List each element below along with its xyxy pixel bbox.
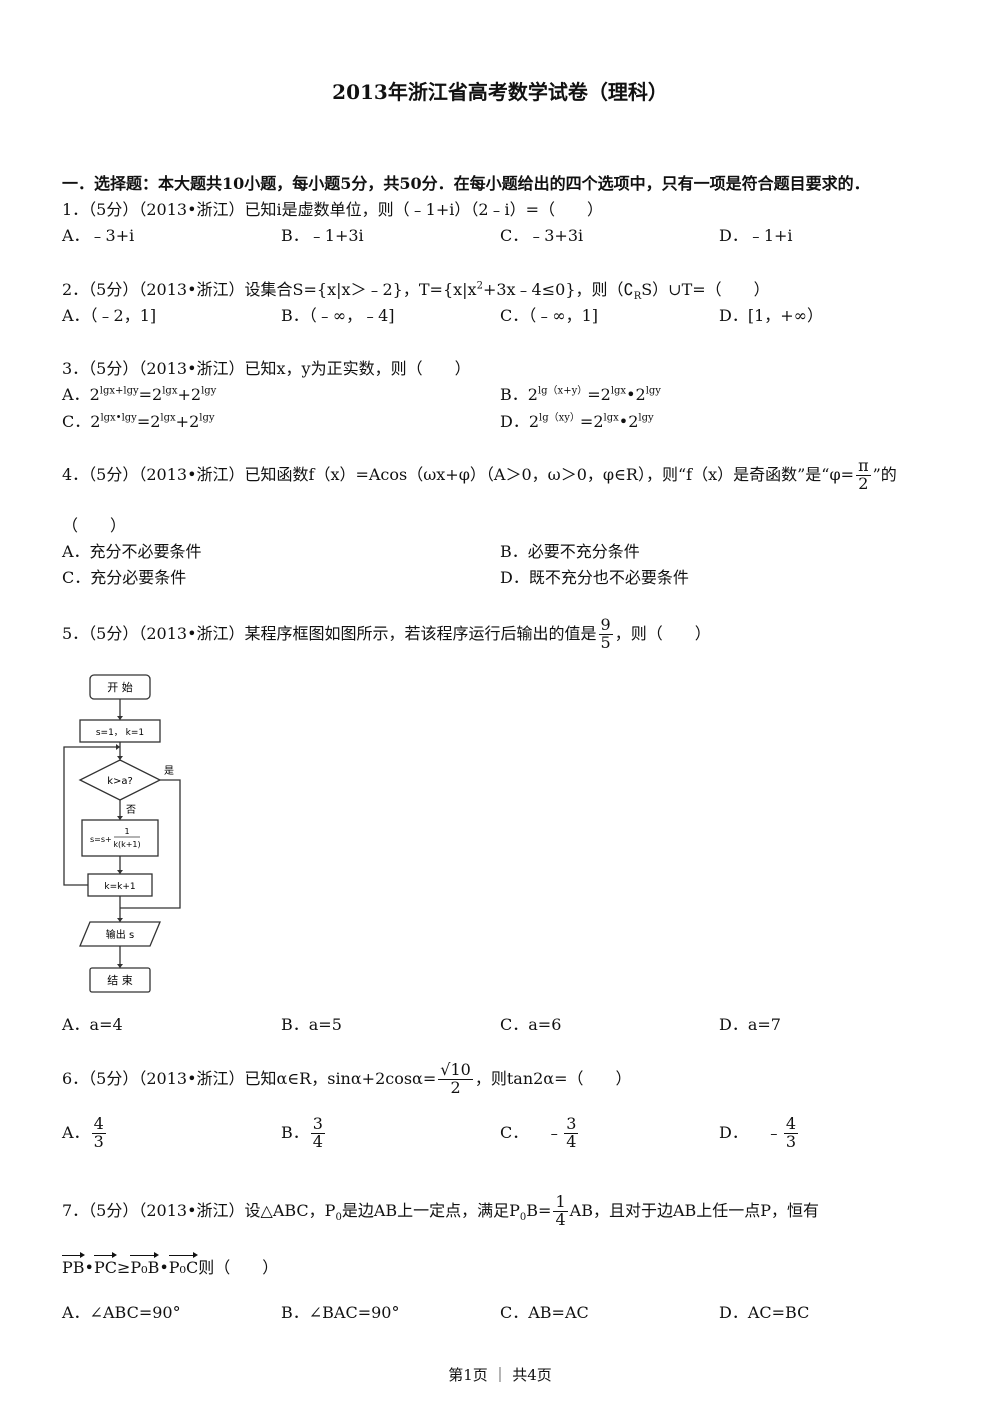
- flow-condition-text: k>a?: [107, 776, 133, 787]
- q7-option-c: C．AB=AC: [500, 1303, 589, 1322]
- flow-output-text: 输出 s: [106, 928, 134, 941]
- q7-option-a: A．∠ABC=90°: [62, 1303, 181, 1322]
- q4-option-a: A．充分不必要条件: [62, 542, 202, 561]
- q3-option-c: C．2lgx•lgy=2lgx+2lgy: [62, 412, 215, 431]
- flow-assign-denominator: k(k+1): [113, 840, 140, 849]
- q1-option-a: A．﹣3+i: [62, 226, 135, 245]
- flow-yes-label: 是: [164, 765, 174, 777]
- question-4-stem: 4．（5分）（2013•浙江）已知函数f（x）=Acos（ωx+φ）（A＞0，ω…: [62, 456, 897, 493]
- q2-option-b: B．（﹣∞，﹣4]: [281, 306, 395, 325]
- q4-option-c: C．充分必要条件: [62, 568, 187, 587]
- flow-output-box: [79, 921, 161, 947]
- flow-init-text: s=1， k=1: [96, 728, 144, 738]
- q4-option-b: B．必要不充分条件: [500, 542, 640, 561]
- flow-no-label: 否: [126, 804, 136, 816]
- q5-option-c: C．a=6: [500, 1015, 562, 1034]
- q3-option-b: B．2lg（x+y）=2lgx•2lgy: [500, 385, 661, 404]
- section-header: 一．选择题：本大题共10小题，每小题5分，共50分．在每小题给出的四个选项中，只…: [62, 174, 870, 193]
- q2-option-c: C．（﹣∞，1]: [500, 306, 598, 325]
- q2-option-d: D．[1，+∞）: [719, 306, 823, 325]
- flow-start-text: 开 始: [107, 680, 133, 694]
- page-footer: 第1页 ｜ 共4页: [448, 1366, 552, 1384]
- flow-end-text: 结 束: [107, 974, 133, 987]
- q4-option-d: D．既不充分也不必要条件: [500, 568, 689, 587]
- q4-answer-paren: （ ）: [62, 516, 127, 535]
- q5-option-a: A．a=4: [62, 1015, 123, 1034]
- question-3-stem: 3．（5分）（2013•浙江）已知x，y为正实数，则（ ）: [62, 359, 471, 378]
- flow-assign-text: s=s+: [90, 835, 112, 844]
- q5-option-d: D．a=7: [719, 1015, 781, 1034]
- q5-option-b: B．a=5: [281, 1015, 342, 1034]
- question-1-stem: 1．（5分）（2013•浙江）已知i是虚数单位，则（﹣1+i）（2﹣i）=（ ）: [62, 200, 604, 219]
- q7-option-b: B．∠BAC=90°: [281, 1303, 400, 1322]
- q7-vector-inequality: PB•PC≥P₀B•P₀C则（ ）: [62, 1252, 278, 1278]
- flow-increment-text: k=k+1: [104, 882, 135, 892]
- q1-option-b: B．﹣1+3i: [281, 226, 364, 245]
- page-title: 2013年浙江省高考数学试卷（理科）: [332, 80, 668, 104]
- q7-option-d: D．AC=BC: [719, 1303, 810, 1322]
- q1-option-c: C．﹣3+3i: [500, 226, 584, 245]
- question-2-stem: 2．（5分）（2013•浙江）设集合S={x|x＞﹣2}，T={x|x2+3x﹣…: [62, 280, 770, 303]
- q3-option-a: A．2lgx+lgy=2lgx+2lgy: [62, 385, 217, 404]
- q1-option-d: D．﹣1+i: [719, 226, 793, 245]
- program-flowchart: 开 始 s=1， k=1 k>a? 是 否 s=s+ 1 k(k+1) k=k+…: [63, 674, 181, 993]
- q3-option-d: D．2lg（xy）=2lgx•2lgy: [500, 412, 654, 431]
- q2-option-a: A．（﹣2，1]: [62, 306, 157, 325]
- flow-assign-numerator: 1: [124, 827, 129, 836]
